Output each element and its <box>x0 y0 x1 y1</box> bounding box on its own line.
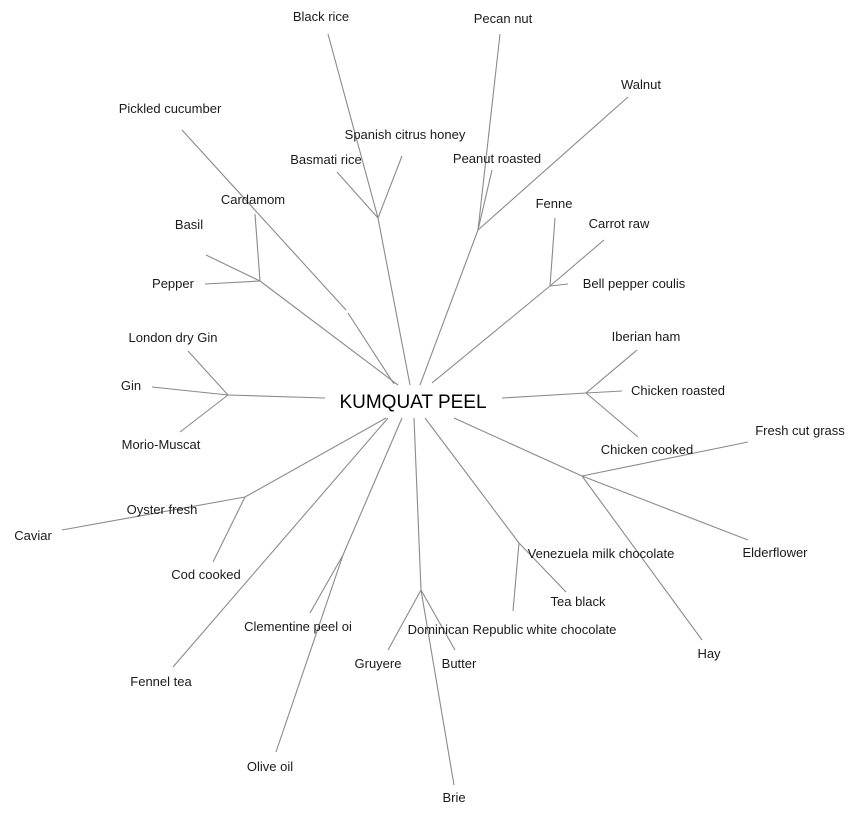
edge <box>342 417 403 556</box>
edge <box>309 554 344 614</box>
leaf-label[interactable]: Cod cooked <box>171 567 240 582</box>
edge <box>377 155 403 219</box>
leaf-label[interactable]: Clementine peel oi <box>244 619 352 634</box>
edge <box>549 239 605 287</box>
leaf-label[interactable]: Chicken roasted <box>631 383 725 398</box>
edge <box>413 417 422 591</box>
edge <box>212 496 246 563</box>
leaf-label[interactable]: Bell pepper coulis <box>583 276 686 291</box>
edge <box>431 285 551 384</box>
leaf-label[interactable]: London dry Gin <box>129 330 218 345</box>
edge <box>244 417 387 498</box>
edge <box>581 475 749 541</box>
leaf-label[interactable]: Pickled cucumber <box>119 101 222 116</box>
edge <box>254 213 261 282</box>
edge <box>581 475 703 641</box>
leaf-label[interactable]: Cardamom <box>221 192 285 207</box>
edge <box>187 350 229 396</box>
leaf-label[interactable]: Basil <box>175 217 203 232</box>
edge <box>581 441 749 477</box>
edge <box>420 589 456 651</box>
edge <box>179 394 229 433</box>
leaf-label[interactable]: Iberian ham <box>612 329 681 344</box>
edge <box>259 280 399 386</box>
leaf-label[interactable]: Olive oil <box>247 759 293 774</box>
edge <box>585 349 638 394</box>
edge <box>501 392 587 399</box>
edge <box>275 554 344 753</box>
leaf-label[interactable]: Venezuela milk chocolate <box>528 546 675 561</box>
edge <box>518 542 567 593</box>
leaf-label[interactable]: Pepper <box>152 276 195 291</box>
leaf-label[interactable]: Fresh cut grass <box>755 423 845 438</box>
edge <box>477 169 493 231</box>
edge <box>377 217 411 386</box>
leaf-label[interactable]: Chicken cooked <box>601 442 694 457</box>
leaf-label[interactable]: Hay <box>697 646 721 661</box>
edge <box>549 217 556 287</box>
edge <box>151 386 229 396</box>
edge <box>477 96 629 231</box>
edge <box>424 417 520 544</box>
leaf-label[interactable]: Elderflower <box>742 545 808 560</box>
edge <box>512 542 520 612</box>
edge <box>420 589 455 786</box>
leaf-label[interactable]: Basmati rice <box>290 152 362 167</box>
leaf-label[interactable]: Oyster fresh <box>127 502 198 517</box>
leaf-label[interactable]: Morio-Muscat <box>122 437 201 452</box>
edge <box>227 394 326 399</box>
leaf-label[interactable]: Brie <box>442 790 465 805</box>
leaf-label[interactable]: Fennel tea <box>130 674 192 689</box>
leaf-label[interactable]: Gin <box>121 378 141 393</box>
leaf-labels: Black rice Basmati rice Spanish citrus h… <box>14 9 845 805</box>
leaf-label[interactable]: Fenne <box>536 196 573 211</box>
leaf-label[interactable]: Walnut <box>621 77 661 92</box>
root-node-label[interactable]: KUMQUAT PEEL <box>339 392 486 413</box>
edge <box>61 496 246 531</box>
leaf-label[interactable]: Carrot raw <box>589 216 650 231</box>
leaf-label[interactable]: Black rice <box>293 9 349 24</box>
edge <box>549 283 569 287</box>
leaf-label[interactable]: Butter <box>442 656 477 671</box>
edge <box>336 171 379 219</box>
edge <box>204 280 261 285</box>
leaf-label[interactable]: Gruyere <box>355 656 402 671</box>
edge <box>181 129 347 311</box>
leaf-label[interactable]: Spanish citrus honey <box>345 127 466 142</box>
edge <box>453 417 583 477</box>
edge <box>205 254 261 282</box>
leaf-label[interactable]: Peanut roasted <box>453 151 541 166</box>
leaf-label[interactable]: Caviar <box>14 528 52 543</box>
tree-edges <box>61 33 749 786</box>
leaf-label[interactable]: Dominican Republic white chocolate <box>408 622 617 637</box>
edge <box>419 229 479 386</box>
edge <box>585 390 623 394</box>
edge <box>172 417 389 668</box>
edge <box>347 312 395 385</box>
edge <box>477 33 501 231</box>
leaf-label[interactable]: Pecan nut <box>474 11 533 26</box>
edge <box>387 589 422 651</box>
edge <box>327 33 379 219</box>
edge <box>585 392 639 438</box>
leaf-label[interactable]: Tea black <box>551 594 606 609</box>
